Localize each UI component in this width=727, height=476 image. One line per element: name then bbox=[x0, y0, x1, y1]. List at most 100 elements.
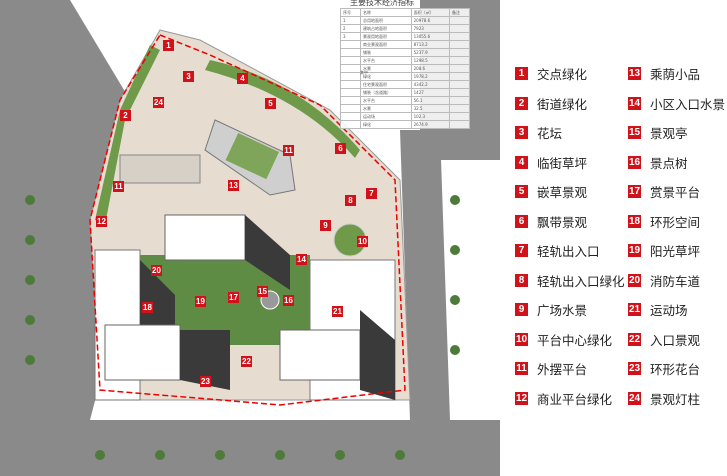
table-cell: 运动场 bbox=[359, 112, 412, 121]
plan-marker-18: 18 bbox=[142, 302, 153, 313]
legend-label: 外摆平台 bbox=[537, 362, 588, 377]
legend-label: 消防车道 bbox=[650, 273, 701, 289]
red-boundary bbox=[89, 34, 406, 406]
legend-number-badge: 23 bbox=[628, 362, 641, 375]
plan-marker-2: 2 bbox=[120, 110, 131, 121]
table-cell: 商业景观面积 bbox=[359, 40, 412, 49]
table-cell bbox=[340, 96, 361, 105]
table-cell bbox=[340, 80, 361, 89]
header-cell: 面积（㎡） bbox=[410, 8, 451, 17]
plan-marker-4: 4 bbox=[237, 73, 248, 84]
legend-label: 乘荫小品 bbox=[650, 67, 701, 82]
table-cell: 1 bbox=[340, 16, 361, 25]
legend-item: 6 飘带景观 bbox=[515, 212, 587, 231]
table-cell: 32.5 bbox=[410, 104, 451, 113]
legend-label: 临街草坪 bbox=[537, 155, 588, 171]
table-cell bbox=[449, 112, 470, 121]
plan-marker-16: 16 bbox=[283, 295, 294, 306]
plan-marker-12: 12 bbox=[96, 216, 107, 227]
table-cell: 水平台 bbox=[359, 56, 412, 65]
legend-number-badge: 10 bbox=[515, 332, 528, 346]
legend-item: 11 外摆平台 bbox=[515, 359, 587, 378]
legend-item: 5 嵌草景观 bbox=[515, 182, 587, 201]
group-label: 其中 bbox=[360, 70, 368, 75]
plan-marker-21: 21 bbox=[332, 306, 343, 317]
legend-label: 街道绿化 bbox=[537, 96, 588, 112]
plan-marker-17: 17 bbox=[228, 292, 239, 303]
legend-item: 16 景点树 bbox=[628, 153, 688, 172]
table-cell bbox=[449, 56, 470, 65]
table-cell: 4342.2 bbox=[410, 80, 451, 89]
table-cell: 20978.6 bbox=[410, 16, 451, 25]
legend-label: 环形花台 bbox=[650, 362, 701, 377]
legend-number-badge: 13 bbox=[628, 67, 641, 80]
legend-item: 13 乘荫小品 bbox=[628, 64, 700, 83]
legend-number-badge: 12 bbox=[515, 391, 528, 405]
table-cell: 景观用地面积 bbox=[359, 32, 412, 41]
table-cell bbox=[340, 56, 361, 65]
table-cell bbox=[340, 112, 361, 121]
table-cell: 绿化 bbox=[359, 120, 412, 129]
table-cell bbox=[340, 104, 361, 113]
legend-label: 轻轨出入口绿化 bbox=[537, 273, 625, 289]
legend-number-badge: 16 bbox=[628, 155, 641, 169]
legend-label: 广场水景 bbox=[537, 303, 588, 318]
table-header-row: 序号 名称 面积（㎡） 备注 bbox=[340, 8, 470, 17]
green-strip bbox=[95, 45, 160, 225]
table-cell bbox=[449, 104, 470, 113]
legend-number-badge: 8 bbox=[515, 273, 528, 287]
legend-number-badge: 6 bbox=[515, 214, 528, 228]
table-cell bbox=[449, 80, 470, 89]
plan-marker-1: 1 bbox=[163, 40, 174, 51]
plan-marker-6: 6 bbox=[335, 143, 346, 154]
legend-label: 景观亭 bbox=[650, 126, 688, 141]
road-right bbox=[400, 130, 450, 420]
plan-marker-13: 13 bbox=[228, 180, 239, 191]
table-cell bbox=[340, 120, 361, 129]
legend-label: 花坛 bbox=[537, 126, 563, 141]
legend-label: 交点绿化 bbox=[537, 67, 588, 82]
legend-label: 嵌草景观 bbox=[537, 185, 588, 200]
plan-marker-20: 20 bbox=[151, 265, 162, 276]
table-cell: 102.3 bbox=[410, 112, 451, 121]
commercial-building bbox=[119, 154, 201, 184]
header-cell: 序号 bbox=[340, 8, 361, 17]
table-cell: 住宅景观面积 bbox=[359, 80, 412, 89]
legend-label: 商业平台绿化 bbox=[537, 391, 613, 407]
table-cell bbox=[449, 48, 470, 57]
legend-number-badge: 9 bbox=[515, 303, 528, 316]
legend-number-badge: 3 bbox=[515, 126, 528, 139]
plan-marker-11: 11 bbox=[113, 181, 124, 192]
legend-label: 景点树 bbox=[650, 155, 688, 171]
table-cell bbox=[340, 88, 361, 97]
legend-label: 小区入口水景 bbox=[650, 96, 726, 112]
legend-label: 飘带景观 bbox=[537, 214, 588, 230]
table-cell: 5237.9 bbox=[410, 48, 451, 57]
legend-number-badge: 21 bbox=[628, 303, 641, 316]
legend-number-badge: 11 bbox=[515, 362, 528, 375]
tower-shadow bbox=[245, 215, 290, 290]
plan-marker-11: 11 bbox=[283, 145, 294, 156]
table-cell: 56.1 bbox=[410, 96, 451, 105]
table-cell bbox=[449, 120, 470, 129]
legend-label: 赏景平台 bbox=[650, 185, 701, 200]
residential-tower bbox=[104, 324, 181, 381]
legend-number-badge: 5 bbox=[515, 185, 528, 198]
legend-number-badge: 7 bbox=[515, 244, 528, 257]
